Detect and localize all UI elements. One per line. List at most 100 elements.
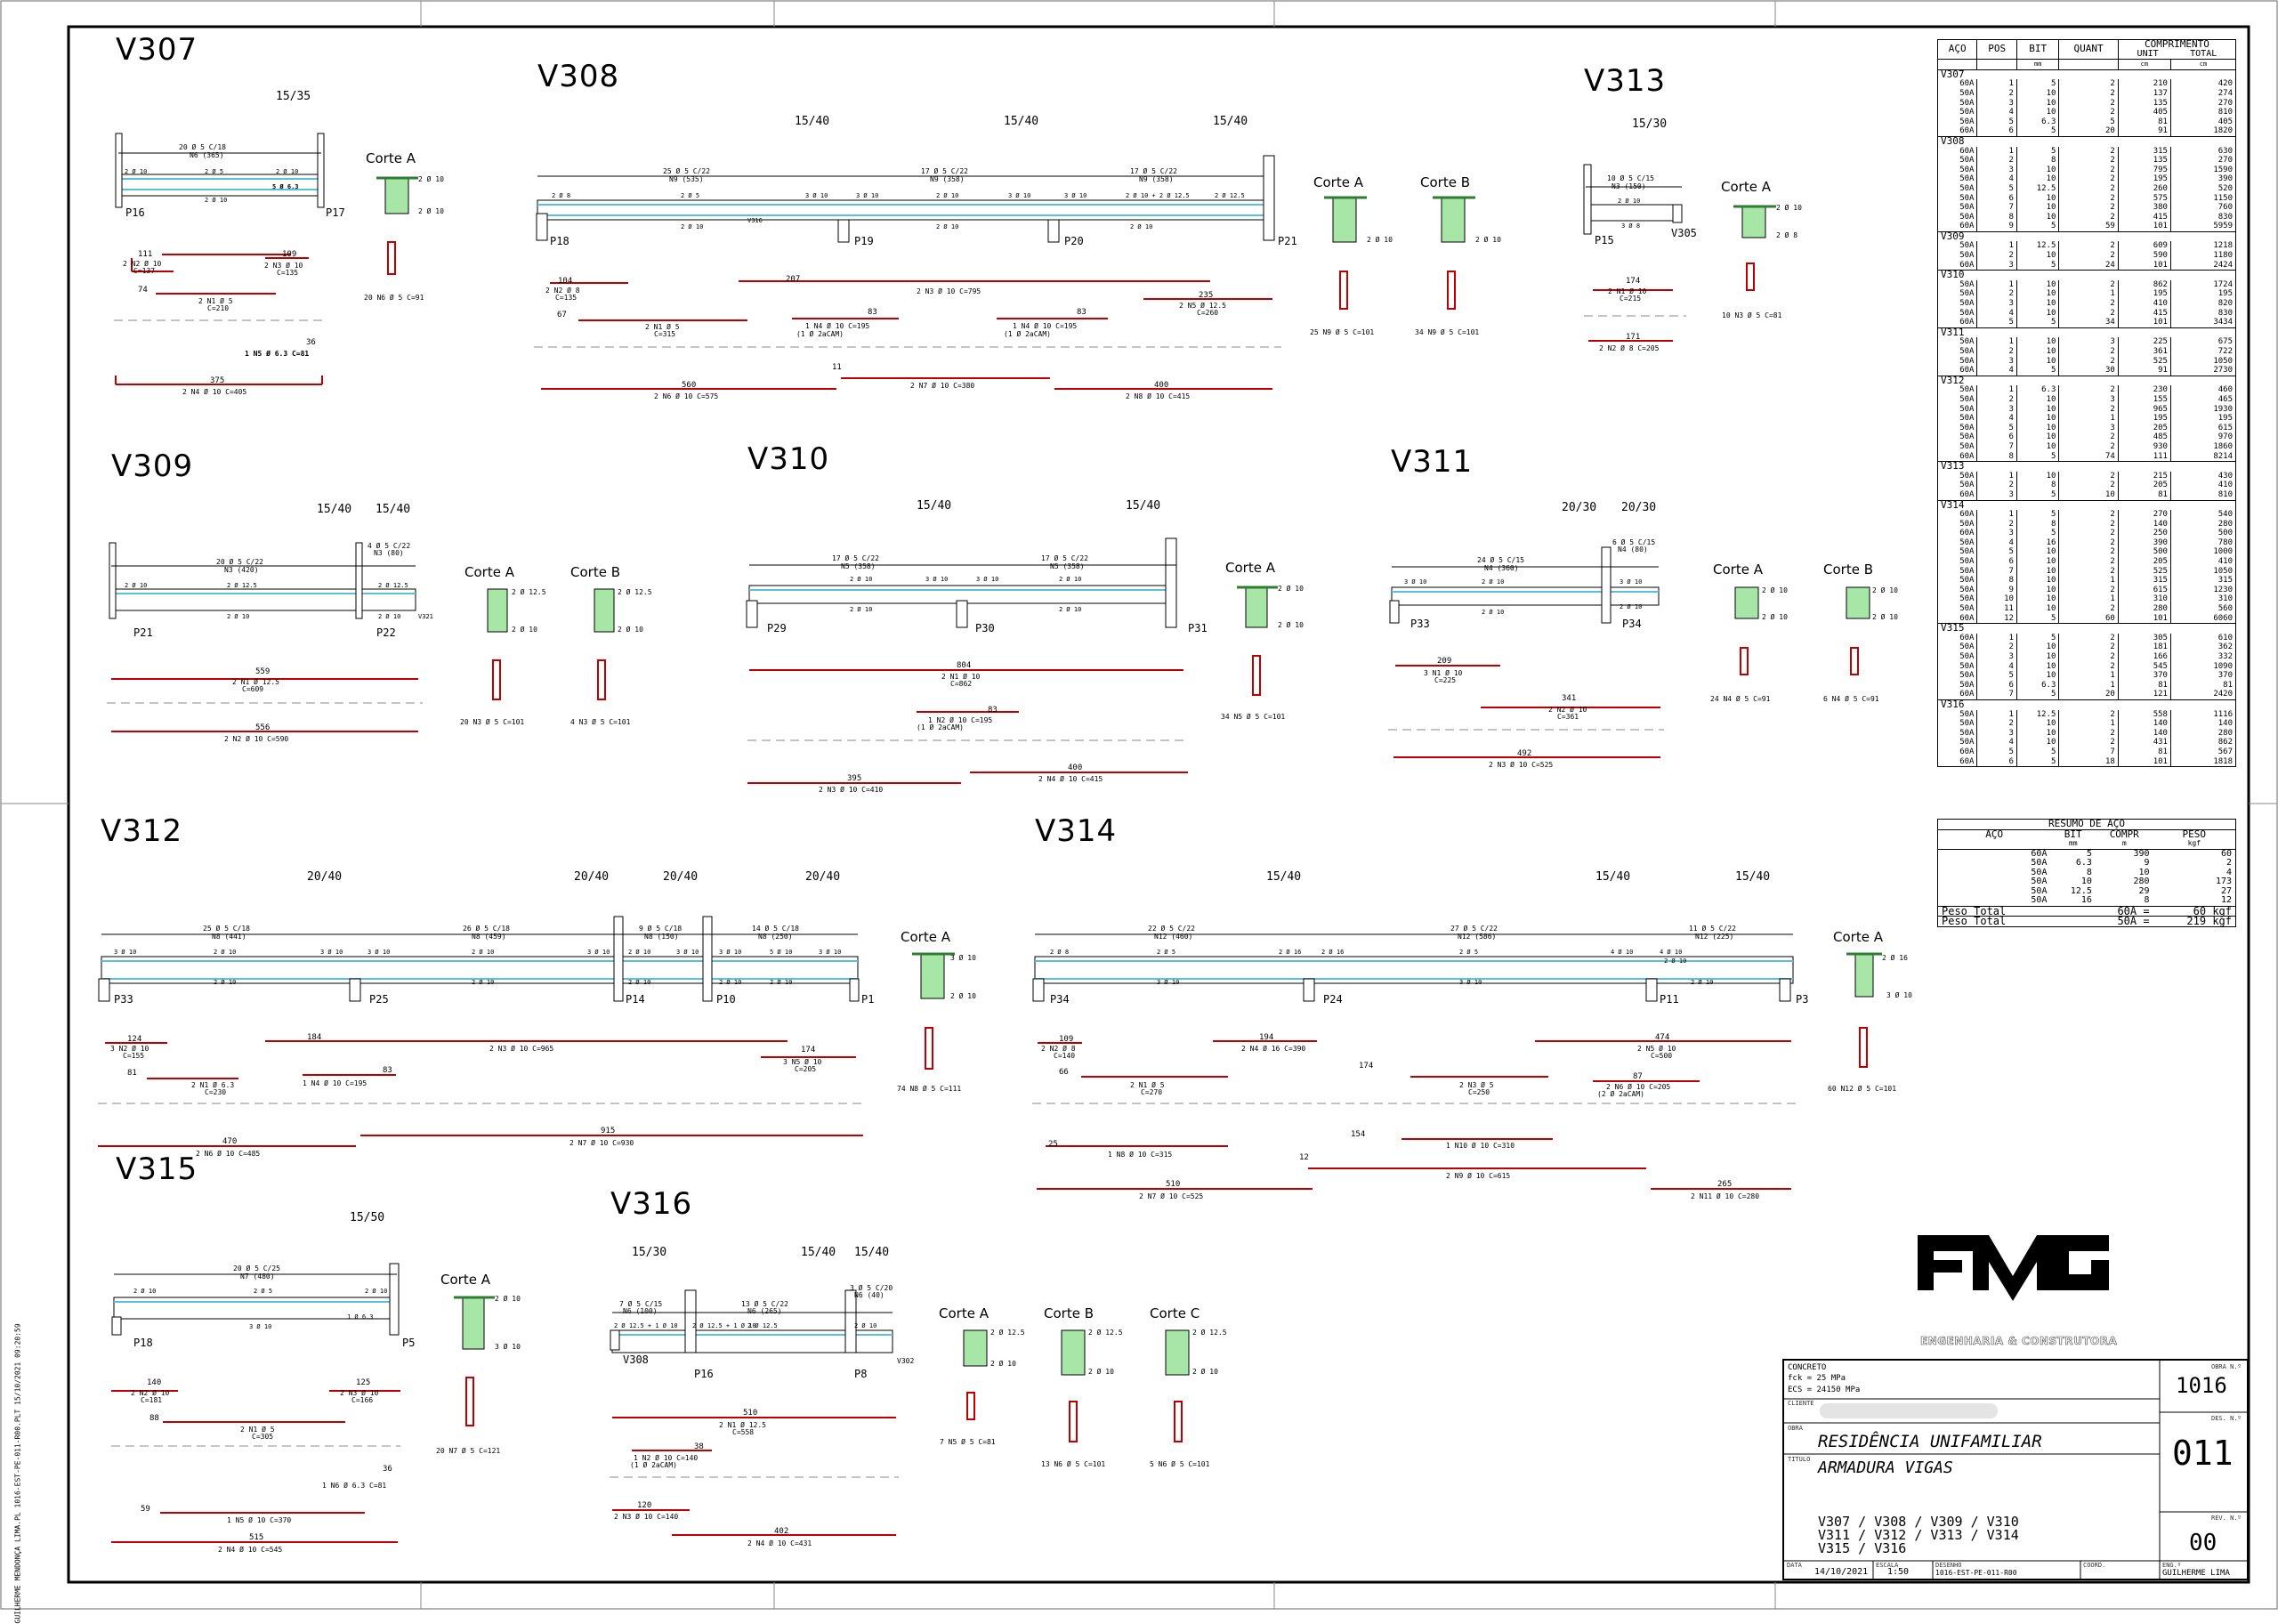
table-cell: 567	[2169, 747, 2236, 757]
svg-text:2 Ø 10: 2 Ø 10	[936, 192, 958, 199]
table-cell: 4	[1976, 414, 2017, 424]
svg-text:3 Ø 10: 3 Ø 10	[1404, 578, 1426, 586]
table-cell: 50A	[1936, 174, 1977, 184]
svg-text:34 N9 Ø 5 C=101: 34 N9 Ø 5 C=101	[1415, 327, 1479, 336]
svg-text:2 Ø 8: 2 Ø 8	[1776, 230, 1797, 239]
svg-text:2 N7 Ø 10 C=380: 2 N7 Ø 10 C=380	[910, 381, 974, 390]
svg-text:2 N3 Ø 10: 2 N3 Ø 10	[264, 261, 303, 270]
table-cell: 50A	[1936, 299, 1977, 309]
table-cell: 410	[2169, 557, 2236, 567]
svg-text:25 Ø 5 C/22: 25 Ø 5 C/22	[663, 166, 710, 175]
table-cell: 270	[2169, 98, 2236, 109]
svg-text:2 Ø 10: 2 Ø 10	[1762, 586, 1788, 594]
table-cell: 10	[2015, 585, 2059, 595]
svg-text:2 Ø 10: 2 Ø 10	[1872, 612, 1898, 621]
svg-text:174: 174	[801, 1046, 815, 1054]
table-cell: 2	[2058, 661, 2119, 672]
svg-text:2 Ø 12.5: 2 Ø 12.5	[512, 587, 546, 596]
table-cell: 91	[2117, 126, 2171, 137]
table-cell: 1150	[2169, 193, 2236, 204]
svg-text:2 N1 Ø 10: 2 N1 Ø 10	[1608, 287, 1647, 295]
table-cell: 8	[1976, 212, 2017, 222]
beam-v310-section: Corte A 2 Ø 102 Ø 10 34 N5 Ø 5 C=101	[1221, 560, 1304, 721]
table-cell: 1	[1976, 241, 2017, 252]
svg-text:11 Ø 5 C/22: 11 Ø 5 C/22	[1689, 924, 1736, 933]
steel-group-label: V314	[1937, 499, 2236, 511]
beam-title-v313: V313	[1584, 63, 1667, 99]
table-cell: 558	[2117, 709, 2171, 720]
table-cell: 9	[1976, 222, 2017, 232]
svg-text:2 N3 Ø 10: 2 N3 Ø 10	[340, 1388, 379, 1397]
table-cell: 10	[2015, 642, 2059, 652]
summary-cell: 2	[2225, 858, 2232, 868]
table-cell: 1	[1976, 709, 2017, 720]
table-cell: 590	[2117, 251, 2171, 261]
table-cell: 1	[1976, 633, 2017, 643]
svg-text:171: 171	[1626, 333, 1640, 342]
svg-text:4 Ø 10: 4 Ø 10	[1660, 949, 1682, 956]
table-cell: 4	[1976, 738, 2017, 747]
table-cell: 420	[2169, 79, 2236, 89]
svg-text:1 N5 Ø 6.3 C=81: 1 N5 Ø 6.3 C=81	[245, 349, 309, 358]
table-cell: 5	[1976, 747, 2017, 757]
client-name-redacted	[1820, 1403, 1998, 1418]
table-cell: 795	[2117, 165, 2171, 175]
table-cell: 205	[2117, 423, 2171, 433]
table-cell: 5	[2058, 117, 2119, 127]
svg-text:N3 (80): N3 (80)	[374, 549, 404, 557]
svg-text:2 N3 Ø 10 C=965: 2 N3 Ø 10 C=965	[489, 1044, 553, 1053]
summary-total-cell: Peso Total	[1937, 916, 2051, 926]
svg-text:1 N2 Ø 10 C=140: 1 N2 Ø 10 C=140	[634, 1453, 698, 1462]
svg-text:59: 59	[141, 1505, 150, 1514]
table-cell: 10	[2015, 308, 2059, 319]
table-cell: 5	[2015, 690, 2059, 700]
svg-text:13 Ø 5 C/22: 13 Ø 5 C/22	[741, 1299, 788, 1308]
svg-text:2 Ø 10: 2 Ø 10	[618, 625, 643, 634]
table-cell: 1	[2058, 414, 2119, 424]
svg-text:2 N7 Ø 10 C=930: 2 N7 Ø 10 C=930	[570, 1138, 634, 1147]
table-cell: 81	[2117, 747, 2171, 757]
svg-text:Corte A: Corte A	[901, 929, 951, 945]
svg-text:2 N1 Ø 12.5: 2 N1 Ø 12.5	[719, 1420, 766, 1429]
table-cell: 7	[2058, 747, 2119, 757]
svg-text:2 Ø 12.5: 2 Ø 12.5	[747, 1322, 778, 1329]
drawing-number: 011	[2172, 1434, 2234, 1473]
svg-text:25 Ø 5 C/18: 25 Ø 5 C/18	[203, 924, 250, 933]
table-cell: 195	[2117, 174, 2171, 184]
svg-text:C=135: C=135	[277, 269, 298, 277]
table-cell: 16	[2015, 537, 2059, 548]
table-cell: 5	[2015, 79, 2059, 89]
table-cell: 380	[2117, 203, 2171, 213]
svg-text:N3 (150): N3 (150)	[1612, 182, 1646, 190]
svg-text:2 Ø 10: 2 Ø 10	[850, 606, 872, 613]
table-cell: 10	[2015, 441, 2059, 452]
table-cell: 50A	[1936, 414, 1977, 424]
svg-text:15/35: 15/35	[276, 90, 311, 103]
table-cell: 3	[1976, 489, 2017, 500]
table-cell: 10	[2015, 279, 2059, 290]
svg-text:25 N9 Ø 5 C=101: 25 N9 Ø 5 C=101	[1310, 327, 1374, 336]
table-cell: 10	[2015, 212, 2059, 222]
table-cell: 2420	[2169, 690, 2236, 700]
svg-text:27 Ø 5 C/22: 27 Ø 5 C/22	[1450, 924, 1498, 933]
svg-text:(1 Ø 2aCAM): (1 Ø 2aCAM)	[917, 723, 964, 731]
table-cell: 430	[2169, 471, 2236, 481]
svg-text:3 N1 Ø 10: 3 N1 Ø 10	[1424, 668, 1463, 677]
table-cell: 210	[2117, 79, 2171, 89]
steel-group-label: V308	[1937, 136, 2236, 147]
svg-text:34 N5 Ø 5 C=101: 34 N5 Ø 5 C=101	[1221, 712, 1285, 721]
svg-text:P18: P18	[550, 235, 570, 247]
table-cell: 5	[2015, 633, 2059, 643]
table-cell: 2	[2058, 347, 2119, 357]
svg-text:3 Ø 10: 3 Ø 10	[719, 949, 741, 956]
table-cell: 1050	[2169, 356, 2236, 367]
table-cell: 135	[2117, 156, 2171, 166]
table-cell: 50A	[1936, 241, 1977, 252]
table-cell: 5	[2015, 222, 2059, 232]
